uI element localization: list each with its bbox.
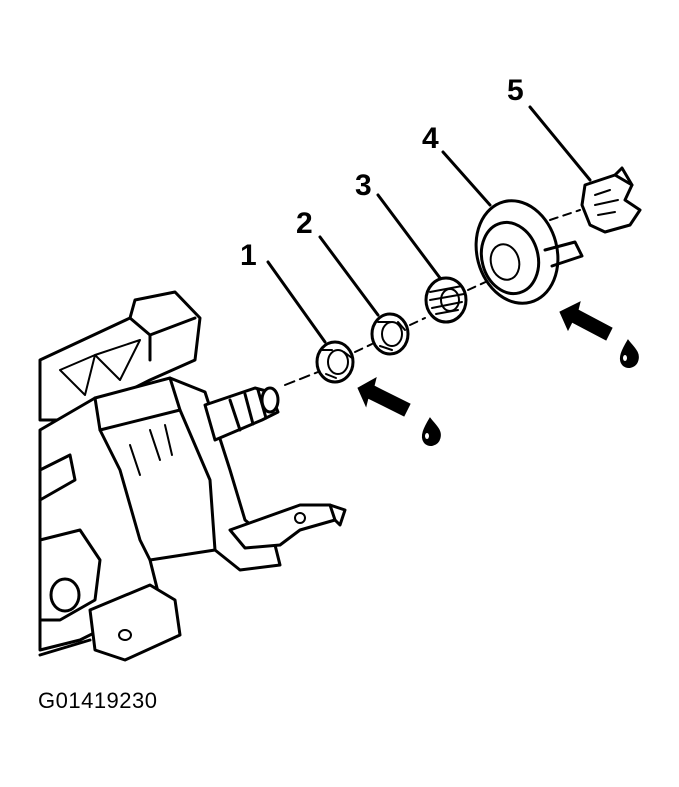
leader-4 (441, 150, 492, 207)
insert-arrow-icon (559, 301, 613, 341)
part-5-clip (580, 166, 642, 234)
part-2-ring (370, 312, 410, 356)
axis-line-2 (354, 343, 373, 353)
callout-3: 3 (355, 169, 372, 202)
insert-arrow-icon (357, 377, 411, 417)
callout-5: 5 (507, 74, 524, 107)
leader-3 (376, 193, 442, 280)
figure-id-label: G01419230 (38, 688, 158, 713)
callout-1: 1 (240, 239, 257, 272)
part-4-disc (474, 199, 584, 305)
axis-line-1 (284, 371, 319, 386)
leader-2 (318, 235, 380, 317)
part-3-spring-ring (424, 276, 468, 324)
axis-line-5 (549, 209, 581, 221)
oil-drop-icon (421, 417, 441, 446)
part-1-small-ring (315, 340, 355, 384)
callout-4: 4 (422, 122, 439, 155)
leader-5 (528, 105, 592, 182)
leader-1 (266, 260, 327, 344)
callout-2: 2 (296, 207, 313, 240)
oil-drop-icon (619, 339, 639, 368)
axis-line-3 (409, 317, 426, 326)
column-housing (38, 290, 347, 662)
